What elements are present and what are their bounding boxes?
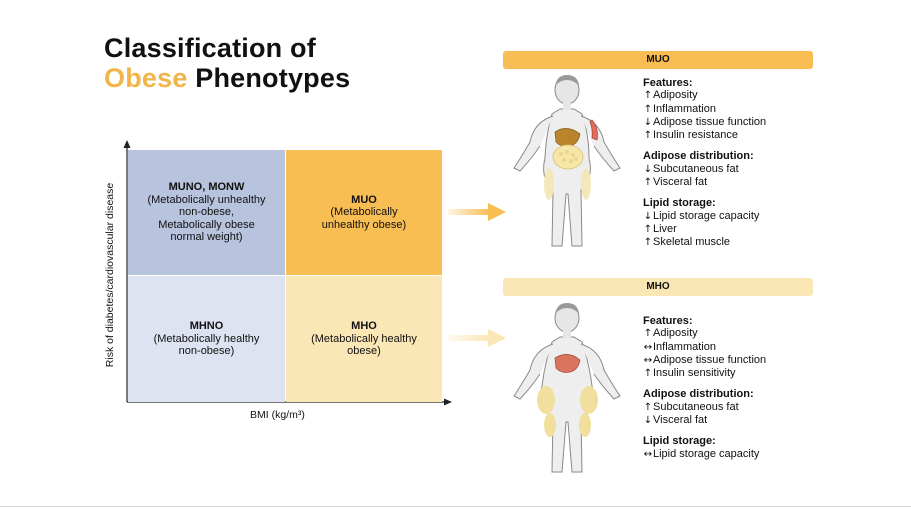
characteristic-text: Insulin resistance — [653, 129, 738, 142]
characteristic-row: ↑Insulin resistance — [643, 129, 766, 142]
quadrant-title: MUNO, MONW — [168, 181, 245, 194]
section-heading: Adipose distribution: — [643, 150, 754, 163]
quadrant-desc-line: (Metabolically healthy — [153, 332, 260, 345]
characteristic-row: ↔Lipid storage capacity — [643, 448, 766, 461]
arrow-icon: ↑ — [643, 90, 653, 102]
x-axis-label: BMI (kg/m³) — [250, 409, 305, 421]
quadrant-desc-line: (Metabolically — [330, 206, 398, 219]
quadrant-desc-line: non-obese, — [178, 206, 235, 219]
arrow-icon: ↑ — [643, 223, 653, 235]
muo-body-figure — [513, 75, 621, 247]
arrow-icon: ↓ — [643, 415, 653, 427]
quadrant-mho: MHO (Metabolically healthy obese) — [286, 276, 442, 402]
arrow-icon: ↓ — [643, 210, 653, 222]
quadrant-desc-line: unhealthy obese) — [321, 218, 407, 231]
characteristic-row: ↔Inflammation — [643, 341, 766, 354]
title-accent-word: Obese — [104, 63, 188, 93]
characteristic-text: Inflammation — [653, 340, 716, 353]
muo-characteristics: Features: ↑Adiposity ↑Inflammation ↓Adip… — [643, 77, 766, 250]
mho-body-figure — [513, 303, 621, 473]
arrow-icon: ↔ — [643, 341, 653, 353]
title-line-2: Obese Phenotypes — [104, 63, 350, 93]
quadrant-title: MHNO — [189, 320, 224, 333]
quadrant-title: MUO — [351, 193, 377, 206]
arrow-icon: ↔ — [643, 354, 653, 366]
arrow-icon: ↔ — [643, 448, 653, 460]
arrow-to-muo — [448, 203, 506, 221]
quadrant-title: MHO — [351, 320, 377, 333]
characteristic-text: Lipid storage capacity — [653, 447, 760, 460]
quadrant-desc-line: Metabolically obese — [158, 218, 255, 231]
characteristic-text: Adipose tissue function — [653, 115, 767, 128]
characteristic-text: Subcutaneous fat — [653, 400, 739, 413]
characteristic-text: Liver — [653, 222, 677, 235]
section-heading: Features: — [643, 315, 693, 327]
title-line-1: Classification of — [104, 33, 316, 63]
characteristic-row: ↓Subcutaneous fat — [643, 163, 766, 176]
characteristic-row: ↓Lipid storage capacity — [643, 210, 766, 223]
mho-header: MHO — [503, 278, 813, 296]
quadrant-desc-line: obese) — [347, 345, 381, 358]
quadrant-muo: MUO (Metabolically unhealthy obese) — [286, 150, 442, 275]
characteristic-row: ↑Subcutaneous fat — [643, 401, 766, 414]
characteristic-row: ↑Liver — [643, 223, 766, 236]
arrow-icon: ↓ — [643, 116, 653, 128]
characteristic-row: ↑Visceral fat — [643, 176, 766, 189]
quadrant-desc-line: (Metabolically unhealthy — [147, 193, 266, 206]
characteristic-text: Insulin sensitivity — [653, 367, 736, 380]
characteristic-text: Adiposity — [653, 327, 698, 340]
characteristic-text: Skeletal muscle — [653, 236, 731, 249]
characteristic-row: ↓Adipose tissue function — [643, 116, 766, 129]
characteristic-row: ↓Visceral fat — [643, 414, 766, 427]
arrow-to-mho — [448, 329, 506, 347]
characteristic-text: Lipid storage capacity — [653, 209, 760, 222]
arrow-icon: ↓ — [643, 163, 653, 175]
characteristic-text: Adiposity — [653, 89, 698, 102]
characteristic-row: ↑Inflammation — [643, 103, 766, 116]
arrow-icon: ↑ — [643, 401, 653, 413]
characteristic-row: ↑Adiposity — [643, 89, 766, 102]
section-heading: Lipid storage: — [643, 435, 716, 448]
arrow-icon: ↑ — [643, 103, 653, 115]
arrow-icon: ↑ — [643, 237, 653, 249]
characteristic-row: ↔Adipose tissue function — [643, 354, 766, 367]
section-heading: Adipose distribution: — [643, 388, 754, 401]
quadrant-desc-line: normal weight) — [170, 231, 243, 244]
characteristic-row: ↑Adiposity — [643, 327, 766, 340]
section-heading: Lipid storage: — [643, 197, 716, 210]
characteristic-text: Subcutaneous fat — [653, 162, 739, 175]
characteristic-text: Inflammation — [653, 102, 716, 115]
characteristic-text: Adipose tissue function — [653, 353, 767, 366]
quadrant-mhno: MHNO (Metabolically healthy non-obese) — [128, 276, 285, 402]
characteristic-row: ↑Insulin sensitivity — [643, 367, 766, 380]
quadrant-desc-line: (Metabolically healthy — [311, 332, 417, 345]
arrow-icon: ↑ — [643, 130, 653, 142]
bottom-divider — [0, 506, 911, 507]
mho-characteristics: Features: ↑Adiposity ↔Inflammation ↔Adip… — [643, 315, 766, 461]
quadrant-muno-monw: MUNO, MONW (Metabolically unhealthy non-… — [128, 150, 285, 275]
diagram-title: Classification of Obese Phenotypes — [104, 33, 350, 93]
characteristic-text: Visceral fat — [653, 414, 708, 427]
characteristic-text: Visceral fat — [653, 176, 708, 189]
characteristic-row: ↑Skeletal muscle — [643, 236, 766, 249]
title-rest: Phenotypes — [187, 63, 351, 93]
muo-header: MUO — [503, 51, 813, 69]
quadrant-desc-line: non-obese) — [178, 345, 235, 358]
arrow-icon: ↑ — [643, 328, 653, 340]
y-axis-label: Risk of diabetes/cardiovascular disease — [104, 182, 116, 368]
section-heading: Features: — [643, 77, 693, 89]
arrow-icon: ↑ — [643, 368, 653, 380]
arrow-icon: ↑ — [643, 177, 653, 189]
